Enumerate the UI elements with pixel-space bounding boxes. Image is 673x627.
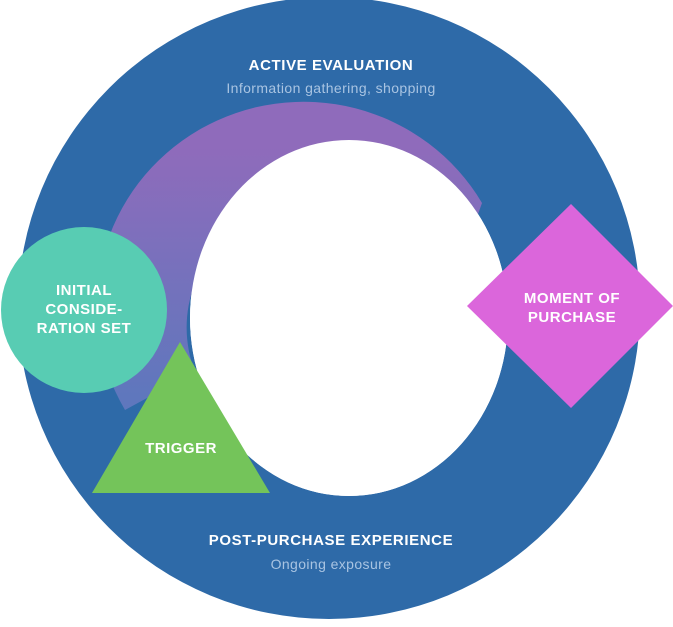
initial-consideration-line3: RATION SET [37, 320, 132, 337]
loyalty-loop-label: LOYALTY LOOP [271, 159, 392, 176]
active-evaluation-title: ACTIVE EVALUATION [249, 57, 414, 74]
initial-consideration-line1: INITIAL [56, 282, 112, 299]
initial-consideration-circle [1, 227, 167, 393]
moment-of-purchase-line1: MOMENT OF [524, 290, 620, 307]
trigger-triangle [92, 342, 270, 493]
moment-of-purchase-diamond [467, 204, 673, 408]
post-purchase-title: POST-PURCHASE EXPERIENCE [209, 532, 453, 549]
initial-consideration-node: INITIAL CONSIDE- RATION SET [1, 227, 167, 393]
inner-hole [190, 140, 508, 496]
active-evaluation-subtitle: Information gathering, shopping [226, 80, 435, 96]
moment-of-purchase-line2: PURCHASE [528, 309, 616, 326]
moment-of-purchase-node: MOMENT OF PURCHASE [467, 204, 673, 408]
initial-consideration-line2: CONSIDE- [45, 301, 122, 318]
trigger-label: TRIGGER [145, 440, 217, 457]
post-purchase-subtitle: Ongoing exposure [271, 556, 392, 572]
trigger-node: TRIGGER [92, 342, 270, 493]
